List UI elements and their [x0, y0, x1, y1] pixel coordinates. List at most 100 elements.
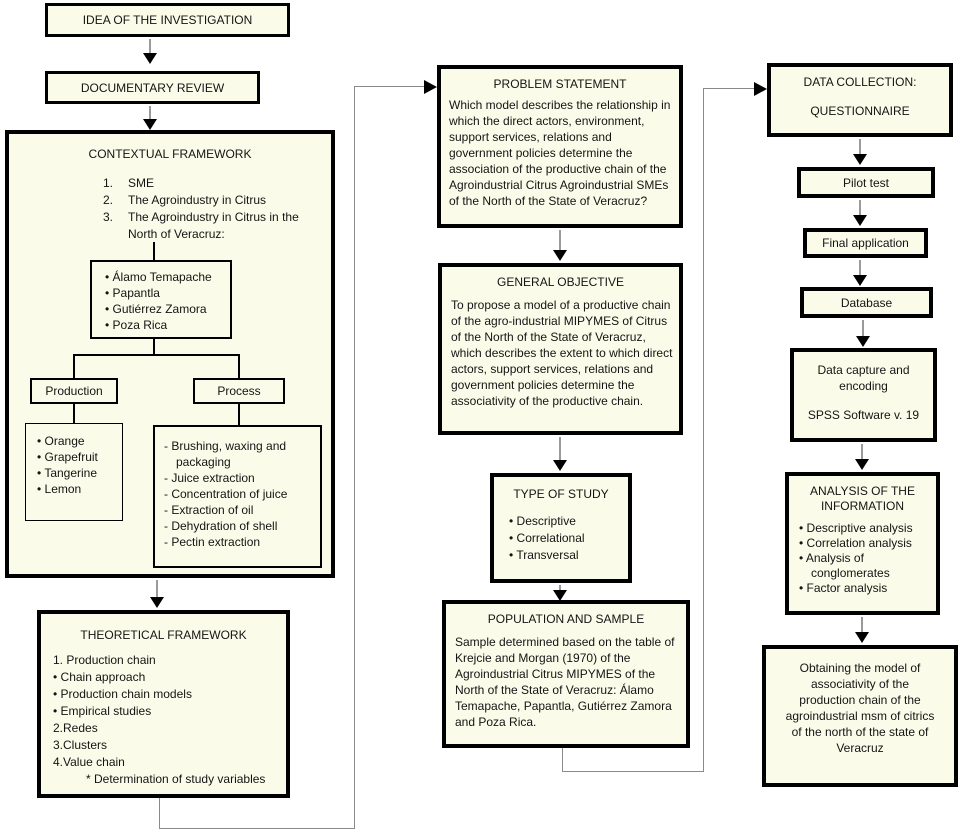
- connector-theoretical-problem: [354, 86, 355, 829]
- production-label: Production: [45, 384, 103, 398]
- arrow-documentary-contextual-head: [143, 119, 157, 130]
- list-text: The Agroindustry in Citrus in the North …: [128, 210, 299, 241]
- arrow-database-capture-head: [856, 336, 870, 347]
- connector-theoretical-problem: [159, 798, 160, 829]
- list-item: • Álamo Temapache: [105, 270, 212, 284]
- list-item: 3. The Agroindustry in Citrus in the Nor…: [103, 209, 315, 243]
- list-item: - Brushing, waxing and packaging: [164, 439, 287, 469]
- arrow-type-population-stem: [559, 585, 561, 592]
- list-item: • Chain approach: [53, 670, 146, 684]
- list-item: 1. Production chain: [53, 653, 156, 667]
- pilot-test-box: Pilot test: [797, 167, 935, 198]
- arrow-contextual-theoretical-stem: [156, 580, 158, 598]
- connector-population-datacollection: [562, 748, 563, 772]
- final-application-box: Final application: [803, 228, 928, 258]
- list-item: - Pectin extraction: [164, 535, 261, 549]
- arrow-type-population-head: [553, 590, 567, 601]
- arrow-contextual-theoretical-head: [150, 597, 164, 608]
- arrow-pilot-final-stem: [859, 200, 861, 216]
- list-item: • Gutiérrez Zamora: [105, 302, 207, 316]
- list-item: • Correlation analysis: [799, 536, 912, 550]
- list-item: - Juice extraction: [164, 471, 255, 485]
- pilot-test-label: Pilot test: [842, 175, 890, 190]
- tree-line: [73, 404, 75, 423]
- arrow-analysis-obtaining-stem: [861, 617, 863, 633]
- list-item: • Empirical studies: [53, 704, 152, 718]
- problem-box: PROBLEM STATEMENT Which model describes …: [437, 65, 683, 228]
- list-item: • Production chain models: [53, 687, 192, 701]
- list-text: The Agroindustry in Citrus: [128, 193, 267, 207]
- arrow-objective-type-stem: [559, 437, 561, 461]
- arrow-objective-type-head: [553, 460, 567, 471]
- connector-theoretical-problem: [159, 828, 355, 829]
- database-box: Database: [800, 287, 933, 318]
- list-item: • Descriptive analysis: [799, 521, 913, 535]
- type-of-study-list: • Descriptive • Correlational • Transver…: [509, 513, 628, 564]
- documentary-label: DOCUMENTARY REVIEW: [80, 80, 225, 95]
- arrow-capture-analysis-stem: [861, 444, 863, 460]
- tree-line: [73, 354, 240, 356]
- data-capture-box: Data capture and encoding SPSS Software …: [790, 348, 937, 442]
- type-of-study-title: TYPE OF STUDY: [513, 487, 609, 501]
- list-item: - Concentration of juice: [164, 487, 288, 501]
- final-application-label: Final application: [822, 236, 909, 250]
- population-title: POPULATION AND SAMPLE: [487, 612, 645, 626]
- contextual-numbered-list: 1. SME 2. The Agroindustry in Citrus 3. …: [103, 175, 315, 243]
- contextual-title: CONTEXTUAL FRAMEWORK: [88, 147, 252, 161]
- documentary-box: DOCUMENTARY REVIEW: [45, 71, 260, 104]
- analysis-box: ANALYSIS OF THE INFORMATION • Descriptiv…: [785, 472, 940, 615]
- production-box: Production: [30, 378, 118, 404]
- objective-box: GENERAL OBJECTIVE To propose a model of …: [438, 263, 683, 435]
- arrow-analysis-obtaining-head: [855, 632, 869, 643]
- fruits-box: • Orange • Grapefruit • Tangerine • Lemo…: [25, 423, 123, 521]
- idea-label: IDEA OF THE INVESTIGATION: [82, 13, 253, 27]
- list-item: • Descriptive: [509, 514, 576, 528]
- analysis-list: • Descriptive analysis • Correlation ana…: [799, 521, 932, 596]
- list-text: SME: [128, 176, 155, 190]
- list-item: • Tangerine: [37, 466, 98, 480]
- arrow-final-database-stem: [859, 260, 861, 276]
- list-item: • Poza Rica: [105, 318, 168, 332]
- connector-theoretical-problem: [354, 86, 425, 87]
- tree-line: [153, 242, 155, 260]
- list-item: * Determination of study variables: [86, 772, 266, 786]
- list-marker: 1.: [103, 176, 114, 190]
- list-item: • Papantla: [105, 286, 160, 300]
- theoretical-box: THEORETICAL FRAMEWORK 1. Production chai…: [37, 610, 290, 798]
- analysis-title: ANALYSIS OF THE INFORMATION: [810, 484, 915, 513]
- data-capture-line1: Data capture and encoding: [817, 363, 910, 393]
- connector-population-datacollection: [703, 88, 755, 89]
- data-collection-line2: QUESTIONNAIRE: [810, 104, 910, 118]
- connector-population-datacollection: [562, 771, 704, 772]
- list-item: - Dehydration of shell: [164, 519, 278, 533]
- arrow-database-capture-stem: [862, 320, 864, 337]
- list-item: • Lemon: [37, 482, 82, 496]
- list-item: • Transversal: [509, 548, 579, 562]
- tree-line: [153, 339, 155, 355]
- list-item: • Factor analysis: [799, 581, 888, 595]
- idea-box: IDEA OF THE INVESTIGATION: [45, 3, 290, 37]
- arrow-datacollection-pilot-head: [853, 154, 867, 165]
- theoretical-list: 1. Production chain • Chain approach • P…: [41, 642, 286, 788]
- list-item: • Orange: [37, 434, 85, 448]
- arrow-documentary-contextual-stem: [149, 106, 151, 120]
- theoretical-title: THEORETICAL FRAMEWORK: [80, 628, 247, 642]
- obtaining-model-body: Obtaining the model of associativity of …: [785, 661, 935, 755]
- connector-theoretical-problem-head: [424, 80, 437, 94]
- arrow-problem-objective-head: [553, 250, 567, 261]
- list-item: 2.Redes: [53, 721, 98, 735]
- arrow-capture-analysis-head: [855, 459, 869, 470]
- tree-line: [238, 356, 240, 378]
- data-collection-box: DATA COLLECTION: QUESTIONNAIRE: [767, 63, 953, 137]
- population-body: Sample determined based on the table of …: [455, 635, 675, 729]
- list-item: 4.Value chain: [53, 755, 125, 769]
- database-label: Database: [840, 295, 893, 310]
- list-item: 2. The Agroindustry in Citrus: [103, 192, 315, 209]
- process-box: Process: [193, 378, 285, 404]
- list-item: 3.Clusters: [53, 738, 108, 752]
- tree-line: [238, 404, 240, 425]
- process-steps-box: - Brushing, waxing and packaging - Juice…: [153, 425, 322, 568]
- list-item: - Extraction of oil: [164, 503, 254, 517]
- arrow-final-database-head: [853, 275, 867, 286]
